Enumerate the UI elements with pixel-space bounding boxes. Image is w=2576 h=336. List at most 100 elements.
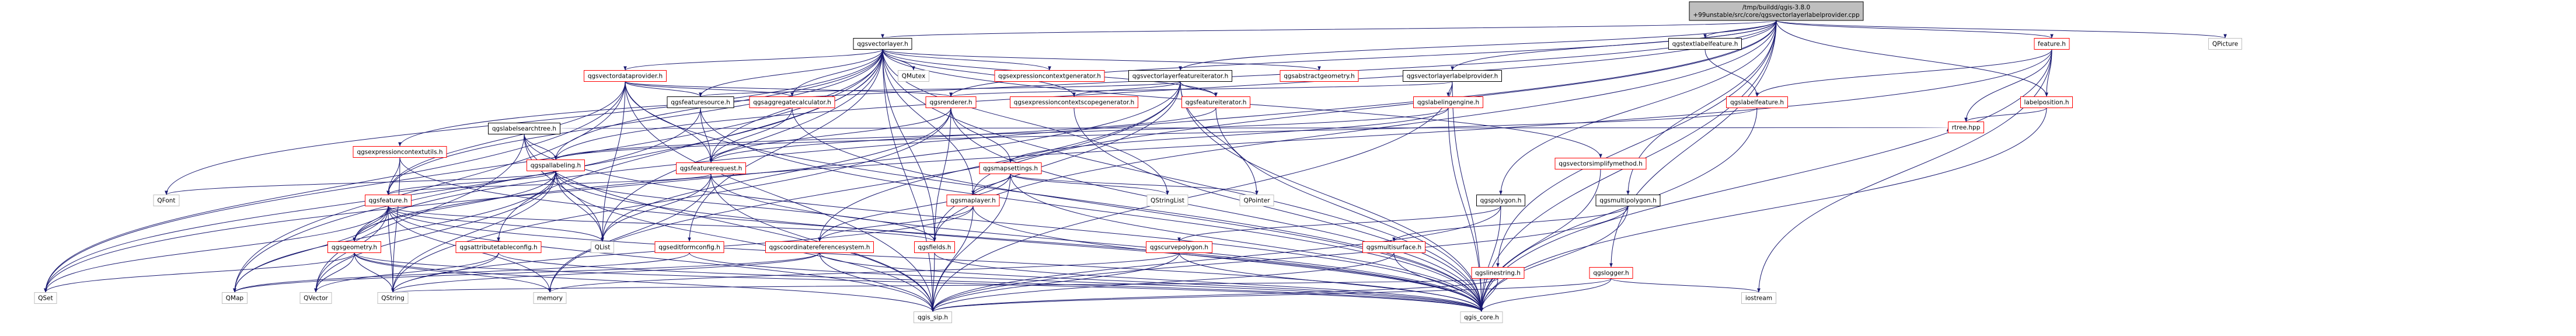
node-qgspallabeling-h[interactable]: qgspallabeling.h (527, 160, 585, 171)
edge-qgsfeaturerequest-h-to-qgsfeature-h (386, 174, 712, 195)
edge-qgslabelsearchtree-h-to-QList (524, 134, 604, 242)
node-box (1146, 195, 1188, 206)
node-qgslinestring-h[interactable]: qgslinestring.h (1471, 267, 1525, 279)
edge-qgspolygon-h-to-qgis-core-h (1480, 206, 1501, 312)
node-qgslabelsearchtree-h[interactable]: qgslabelsearchtree.h (488, 123, 560, 134)
edge-qgsmultipolygon-h-to-qgis-sip-h (931, 206, 1629, 312)
node-root[interactable]: /tmp/buildd/qgis-3.8.0+99unstable/src/co… (1689, 1, 1864, 21)
node-qgsvectordataprovider-h[interactable]: qgsvectordataprovider.h (584, 70, 667, 82)
node-qgsfeatureiterator-h[interactable]: qgsfeatureiterator.h (1181, 96, 1250, 108)
node-qgscoordinatereferencesystem-h[interactable]: qgscoordinatereferencesystem.h (765, 241, 874, 253)
edge-qgsvectordataprovider-h-to-qgsfeaturesource-h (625, 81, 702, 97)
node-qgspolygon-h[interactable]: qgspolygon.h (1476, 195, 1525, 206)
edge-qgslogger-h-to-iostream (1611, 278, 1761, 293)
node-label: QPicture (2212, 41, 2238, 48)
edge-root-to-qgsgeometry-h (353, 20, 1777, 242)
edge-qgsvectorlayerfeatureiterator-h-to-memory (548, 81, 1181, 293)
edge-qgscoordinatereferencesystem-h-to-QMap (233, 252, 820, 293)
edge-feature-h-to-rtree-hpp (1964, 49, 2052, 122)
node-qgsmaplayer-h[interactable]: qgsmaplayer.h (946, 195, 1000, 206)
node-box (1403, 70, 1502, 82)
node-qgscurvepolygon-h[interactable]: qgscurvepolygon.h (1146, 241, 1212, 253)
edge-qgsvectorlayer-h-to-qgsfeaturesource-h (699, 49, 883, 97)
node-qgsfeature-h[interactable]: qgsfeature.h (365, 195, 412, 206)
node-label: qgscoordinatereferencesystem.h (769, 244, 870, 251)
node-label: QFont (157, 198, 175, 205)
node-label: qgscurvepolygon.h (1150, 244, 1208, 251)
edge-qgsvectorlayerfeatureiterator-h-to-QSet (44, 81, 1181, 293)
node-label: qgsfields.h (918, 244, 951, 251)
edge-qgsmapsettings-h-to-qgsmaplayer-h (971, 174, 1011, 195)
node-qgsfeaturerequest-h[interactable]: qgsfeaturerequest.h (676, 162, 746, 174)
node-qgslabelfeature-h[interactable]: qgslabelfeature.h (1726, 96, 1788, 108)
node-qgsexpressioncontextscopegenerator-h[interactable]: qgsexpressioncontextscopegenerator.h (1010, 96, 1138, 108)
edge-qgsfeaturerequest-h-to-qgis-core-h (710, 174, 1483, 312)
node-qgsfeaturesource-h[interactable]: qgsfeaturesource.h (667, 96, 734, 108)
edge-qgsmapsettings-h-to-QPointer (1010, 174, 1259, 195)
node-box (1689, 1, 1864, 21)
node-qgslabelingengine-h[interactable]: qgslabelingengine.h (1413, 96, 1483, 108)
node-qgsmultisurface-h[interactable]: qgsmultisurface.h (1362, 241, 1425, 253)
edge-root-to-qgstextlabelfeature-h (1703, 20, 1777, 39)
node-label: qgsfeaturerequest.h (680, 165, 743, 172)
node-qgsvectorlayerfeatureiterator-h[interactable]: qgsvectorlayerfeatureiterator.h (1128, 70, 1232, 82)
node-label: qgis_core.h (1464, 314, 1499, 321)
node-qgsrenderer-h[interactable]: qgsrenderer.h (925, 96, 977, 108)
node-QMutex: QMutex (898, 70, 929, 82)
node-qgsvectorlayer-h[interactable]: qgsvectorlayer.h (853, 38, 912, 50)
node-qgsvectorlayerlabelprovider-h[interactable]: qgsvectorlayerlabelprovider.h (1403, 70, 1502, 82)
node-qgsmapsettings-h[interactable]: qgsmapsettings.h (979, 162, 1042, 174)
edge-root-to-feature-h (1776, 20, 2054, 39)
edge-qgsmultisurface-h-to-qgis-core-h (1393, 252, 1483, 312)
node-qgseditformconfig-h[interactable]: qgseditformconfig.h (654, 241, 724, 253)
node-label: QMap (226, 295, 244, 302)
edge-qgsvectorlayer-h-to-qgsfields-h (882, 49, 936, 242)
node-box (914, 311, 952, 323)
node-qgsattributetableconfig-h[interactable]: qgsattributetableconfig.h (455, 241, 542, 253)
node-box (946, 195, 1000, 206)
edge-qgsmapsettings-h-to-qgis-sip-h (931, 174, 1011, 312)
node-layer: /tmp/buildd/qgis-3.8.0+99unstable/src/co… (34, 1, 2242, 323)
node-qgstextlabelfeature-h[interactable]: qgstextlabelfeature.h (1668, 38, 1742, 50)
node-box (527, 160, 585, 171)
node-box (979, 162, 1042, 174)
node-qgsgeometry-h[interactable]: qgsgeometry.h (327, 241, 381, 253)
edge-qgsvectorlayerfeatureiterator-h-to-qgsfields-h (933, 81, 1181, 242)
node-label: qgis_sip.h (918, 314, 948, 321)
edge-root-to-qgslinestring-h (1496, 20, 1777, 268)
edge-qgspallabeling-h-to-QVector (314, 171, 556, 293)
node-label: qgsvectorlayerfeatureiterator.h (1132, 73, 1229, 80)
edge-qgspolygon-h-to-qgscurvepolygon-h (1177, 206, 1501, 242)
edge-qgsvectorlayer-h-to-QSet (44, 49, 883, 293)
edge-qgsvectorlayer-h-to-qgsfeature-h (386, 49, 883, 195)
node-box (377, 292, 409, 304)
edge-qgslabelingengine-h-to-qgsmapsettings-h (1009, 108, 1449, 163)
node-qgsexpressioncontextgenerator-h[interactable]: qgsexpressioncontextgenerator.h (994, 70, 1105, 82)
node-box (1554, 158, 1647, 169)
node-qgsfields-h[interactable]: qgsfields.h (914, 241, 955, 253)
node-box (765, 241, 874, 253)
node-label: QSet (38, 295, 53, 302)
node-rtree-hpp[interactable]: rtree.hpp (1948, 122, 1984, 133)
node-qgsaggregatecalculator-h[interactable]: qgsaggregatecalculator.h (749, 96, 835, 108)
node-box (2020, 96, 2073, 108)
node-qgslogger-h[interactable]: qgslogger.h (1589, 267, 1633, 279)
node-label: qgsmultipolygon.h (1599, 198, 1657, 205)
node-QPicture: QPicture (2208, 38, 2242, 50)
edge-root-to-qgsmaplayer-h (971, 20, 1777, 195)
edge-qgspallabeling-h-to-qgsgeometry-h (353, 171, 556, 242)
edge-qgsvectordataprovider-h-to-qgsfeature-h (386, 81, 626, 195)
node-qgsmultipolygon-h[interactable]: qgsmultipolygon.h (1595, 195, 1661, 206)
edge-qgsattributetableconfig-h-to-QVector (314, 252, 499, 293)
node-feature-h[interactable]: feature.h (2034, 38, 2070, 50)
edge-qgsfeature-h-to-QSet (44, 206, 389, 293)
edge-qgsvectorlayer-h-to-QFont (165, 49, 883, 195)
node-box (1413, 96, 1483, 108)
node-box (1476, 195, 1525, 206)
node-box (1726, 96, 1788, 108)
node-qgsabstractgeometry-h[interactable]: qgsabstractgeometry.h (1280, 70, 1359, 82)
node-qgsvectorsimplifymethod-h[interactable]: qgsvectorsimplifymethod.h (1554, 158, 1647, 169)
node-qgsexpressioncontextutils-h[interactable]: qgsexpressioncontextutils.h (353, 146, 447, 158)
node-label: qgsexpressioncontextgenerator.h (998, 73, 1101, 80)
node-labelposition-h[interactable]: labelposition.h (2020, 96, 2073, 108)
